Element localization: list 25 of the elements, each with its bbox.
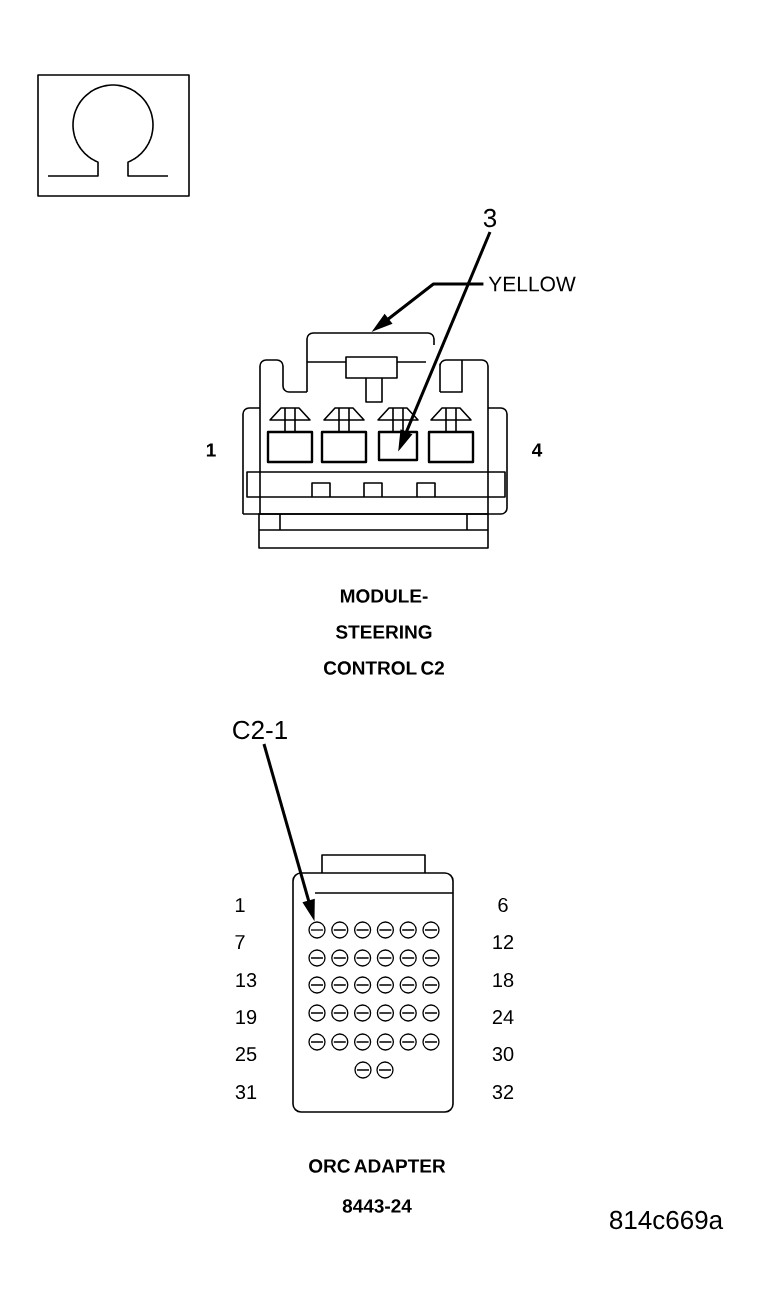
callout-label: C2-1 <box>233 720 287 740</box>
cavity-box <box>377 430 419 462</box>
pin-number: 6 <box>498 897 508 913</box>
connector-label: 8443-24 <box>342 1199 412 1213</box>
callout-label: YELLOW <box>488 276 576 292</box>
part-number: 814c669a <box>610 1210 724 1230</box>
connector-label: MODULE- STEERING CONTROL C2 <box>324 589 444 675</box>
pin-number: 1 <box>206 443 216 457</box>
adapter-drawing <box>292 854 454 1113</box>
pin-number: 7 <box>235 935 245 949</box>
pin-circle <box>308 921 326 939</box>
connector-drawing <box>242 332 508 549</box>
pin-number: 31 <box>235 1084 257 1100</box>
callout-label: 3 <box>483 208 497 228</box>
pin-number: 13 <box>236 972 257 988</box>
pin-number: 18 <box>493 972 514 988</box>
connector-label: ORC ADAPTER <box>309 1159 446 1173</box>
pin-number: 25 <box>235 1046 257 1062</box>
pin-number: 1 <box>235 898 245 912</box>
pin-number: 4 <box>532 443 543 457</box>
pin-number: 24 <box>492 1010 514 1024</box>
pin-number: 30 <box>492 1046 514 1062</box>
pin-number: 12 <box>493 935 514 949</box>
pin-number: 32 <box>492 1084 514 1100</box>
pin-number: 19 <box>236 1009 257 1025</box>
